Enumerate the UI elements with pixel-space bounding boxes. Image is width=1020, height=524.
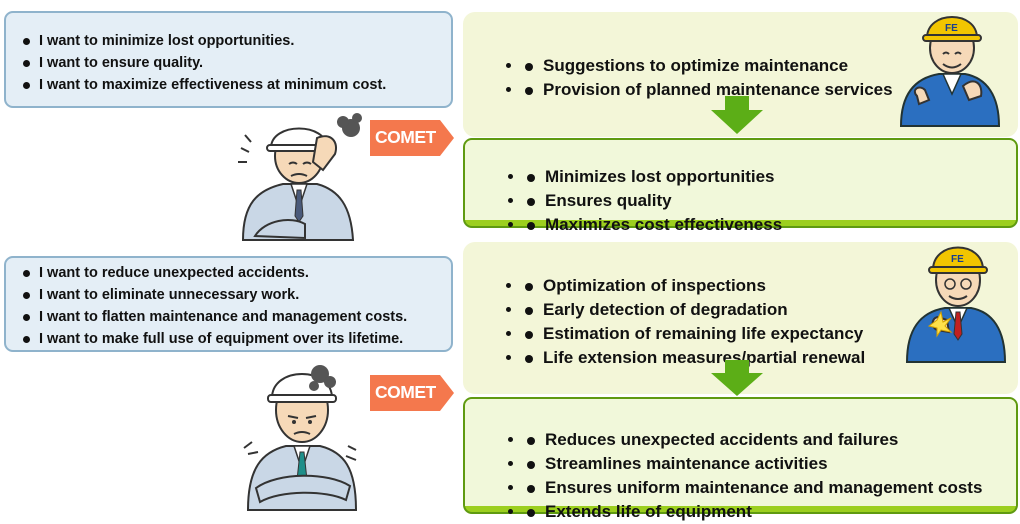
helmet-logo: FE — [945, 23, 958, 34]
offering-item: Early detection of degradation — [523, 298, 865, 322]
offering-item: Estimation of remaining life expectancy — [523, 322, 865, 346]
helmet-logo: FE — [951, 254, 964, 265]
down-arrow-icon — [711, 96, 763, 134]
result-item: Maximizes cost effectiveness — [525, 213, 782, 237]
offering-item: Optimization of inspections — [523, 274, 865, 298]
comet-arrow-1: COMET — [370, 117, 454, 159]
worried-worker-illustration — [238, 113, 362, 241]
comet-results-box-2: Reduces unexpected accidents and failure… — [463, 397, 1018, 521]
comet-arrow-2: COMET — [370, 372, 454, 414]
confident-worker-illustration: FE — [905, 246, 1007, 363]
result-item: Minimizes lost opportunities — [525, 165, 782, 189]
down-arrow-icon — [711, 360, 763, 396]
comet-label: COMET — [375, 127, 436, 147]
result-item: Reduces unexpected accidents and failure… — [525, 428, 982, 452]
offering-item: Life extension measures/partial renewal — [523, 346, 865, 370]
need-item: I want to reduce unexpected accidents. — [21, 262, 407, 284]
need-item: I want to ensure quality. — [21, 52, 386, 74]
customer-needs-box-1: I want to minimize lost opportunities. I… — [4, 11, 453, 108]
need-item: I want to eliminate unnecessary work. — [21, 284, 407, 306]
need-item: I want to minimize lost opportunities. — [21, 30, 386, 52]
result-item: Ensures quality — [525, 189, 782, 213]
comet-results-box-1: Minimizes lost opportunities Ensures qua… — [463, 138, 1018, 234]
worried-worker-illustration — [243, 365, 358, 511]
offering-item: Provision of planned maintenance service… — [523, 78, 893, 102]
offering-item: Suggestions to optimize maintenance — [523, 54, 893, 78]
result-item: Ensures uniform maintenance and manageme… — [525, 476, 982, 500]
comet-label: COMET — [375, 382, 436, 402]
confident-worker-illustration: FE — [899, 16, 1001, 127]
need-item: I want to flatten maintenance and manage… — [21, 306, 407, 328]
need-item: I want to maximize effectiveness at mini… — [21, 74, 386, 96]
result-item: Streamlines maintenance activities — [525, 452, 982, 476]
need-item: I want to make full use of equipment ove… — [21, 328, 407, 350]
customer-needs-box-2: I want to reduce unexpected accidents. I… — [4, 256, 453, 352]
result-item: Extends life of equipment — [525, 500, 982, 524]
